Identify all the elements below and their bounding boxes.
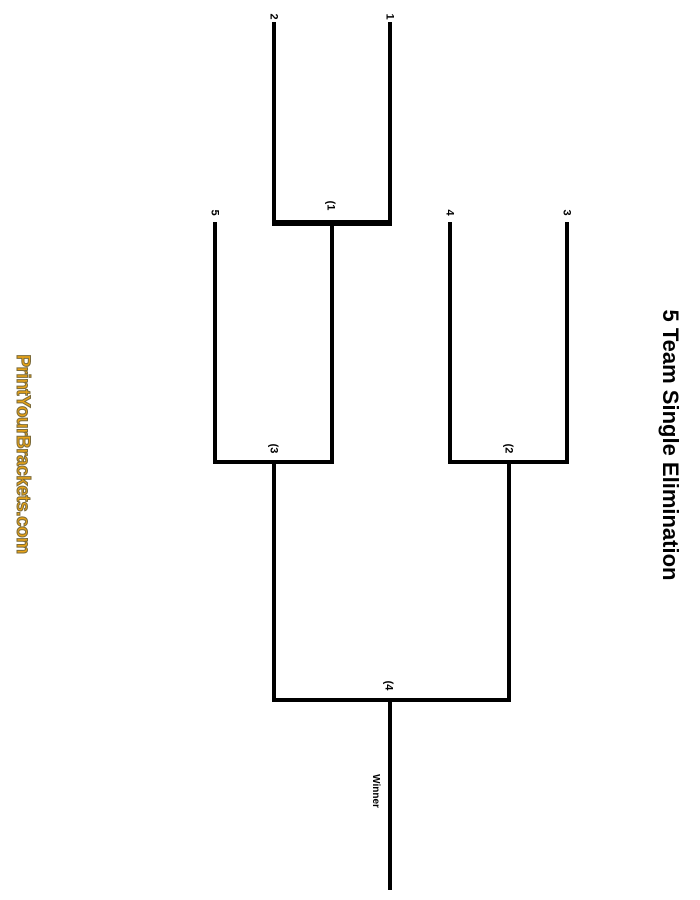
match-2-winner-line[interactable] xyxy=(507,462,511,702)
seed-label-5: 5 xyxy=(208,209,221,216)
team-1-line[interactable] xyxy=(388,22,392,224)
team-5-line[interactable] xyxy=(213,222,217,464)
seed-label-4: 4 xyxy=(443,209,456,216)
team-3-line[interactable] xyxy=(565,222,569,464)
bracket-title: 5 Team Single Elimination xyxy=(658,309,683,581)
seed-label-2: 2 xyxy=(267,13,280,20)
match-1-label: (1 xyxy=(324,200,337,211)
brand-watermark: PrintYourBrackets.com xyxy=(12,354,34,554)
winner-line[interactable] xyxy=(388,700,392,890)
match-1-connector xyxy=(272,220,392,226)
match-2-label: (2 xyxy=(502,443,515,454)
match-3-label: (3 xyxy=(267,443,280,454)
seed-label-3: 3 xyxy=(560,209,573,216)
match-4-label: (4 xyxy=(382,680,395,691)
team-2-line[interactable] xyxy=(272,22,276,224)
winner-label: Winner xyxy=(369,774,381,808)
match-1-winner-line[interactable] xyxy=(330,224,334,464)
team-4-line[interactable] xyxy=(448,222,452,464)
match-3-winner-line[interactable] xyxy=(272,462,276,702)
seed-label-1: 1 xyxy=(383,13,396,20)
